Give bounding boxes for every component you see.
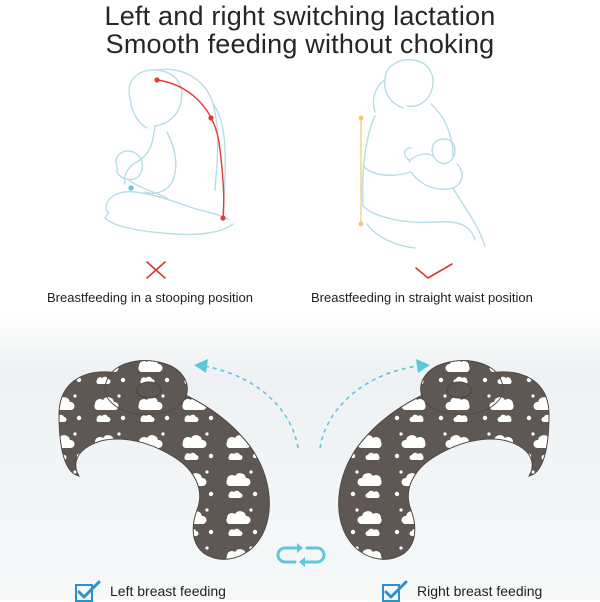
- right-feeding-label: Right breast feeding: [381, 580, 542, 602]
- right-feeding-text: Right breast feeding: [417, 583, 543, 599]
- swap-arrows-icon: [276, 543, 326, 567]
- pillow-right-feeding: [338, 360, 550, 560]
- checked-box-icon: [382, 580, 408, 602]
- left-feeding-text: Left breast feeding: [110, 583, 226, 599]
- headline-line-1: Left and right switching lactation: [104, 1, 496, 31]
- dashed-arrow-left: [194, 359, 299, 449]
- left-feeding-label: Left breast feeding: [74, 580, 226, 602]
- checked-box-icon: [75, 580, 101, 602]
- caption-straight: Breastfeeding in straight waist position: [311, 290, 533, 305]
- check-icon: [415, 263, 453, 279]
- dashed-arrow-right: [319, 359, 430, 449]
- pillow-left-feeding: [58, 360, 270, 560]
- headline-line-2: Smooth feeding without choking: [105, 29, 495, 59]
- stooping-mother-illustration: [104, 68, 234, 236]
- caption-stooping: Breastfeeding in a stooping position: [47, 290, 253, 305]
- cross-icon: [146, 261, 166, 279]
- straight-mother-illustration: [358, 59, 486, 249]
